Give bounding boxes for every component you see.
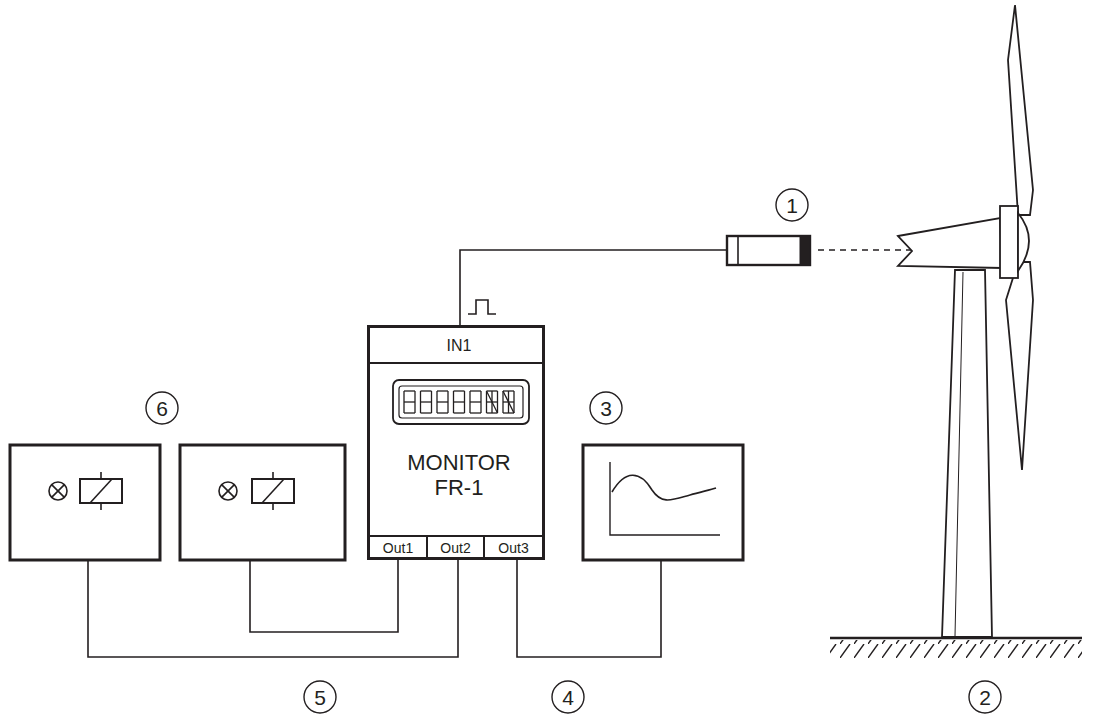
callout-number: 1 [786,195,798,216]
callout-circle [304,681,336,713]
output-port: Out1 [370,535,426,560]
port-label: Out3 [486,540,541,556]
lamp-relay-symbol [219,472,294,510]
callout-number: 4 [562,687,574,708]
callout-number: 5 [314,687,326,708]
digit-display [404,391,514,413]
port-label: Out2 [429,540,482,556]
output-port: Out3 [483,535,542,560]
chart-recorder [583,445,743,560]
input-label: IN1 [379,337,539,355]
output-port: Out2 [426,535,483,560]
monitor-internals [367,363,545,424]
monitor-unit: IN1MONITOR FR-1Out1 Out2Out3 [367,325,545,560]
callout-number: 6 [156,398,168,419]
output-wire [517,560,661,657]
lamp-relay-symbol [49,472,122,510]
callout-circle [776,189,808,221]
callout-number: 2 [979,687,991,708]
sensor-cable [460,250,727,325]
device-name: MONITOR FR-1 [399,450,519,501]
callout-circle [552,681,584,713]
relay-lamp-box [10,445,345,560]
callout-circle [969,681,1001,713]
output-wire [250,560,398,632]
output-wire [88,560,458,657]
callout-number: 3 [600,398,612,419]
callout-circle [146,392,178,424]
port-label: Out1 [372,540,424,556]
speed-sensor [727,236,810,265]
pulse-symbol [468,300,496,314]
callout-circle [590,392,622,424]
wind-turbine [830,5,1082,658]
